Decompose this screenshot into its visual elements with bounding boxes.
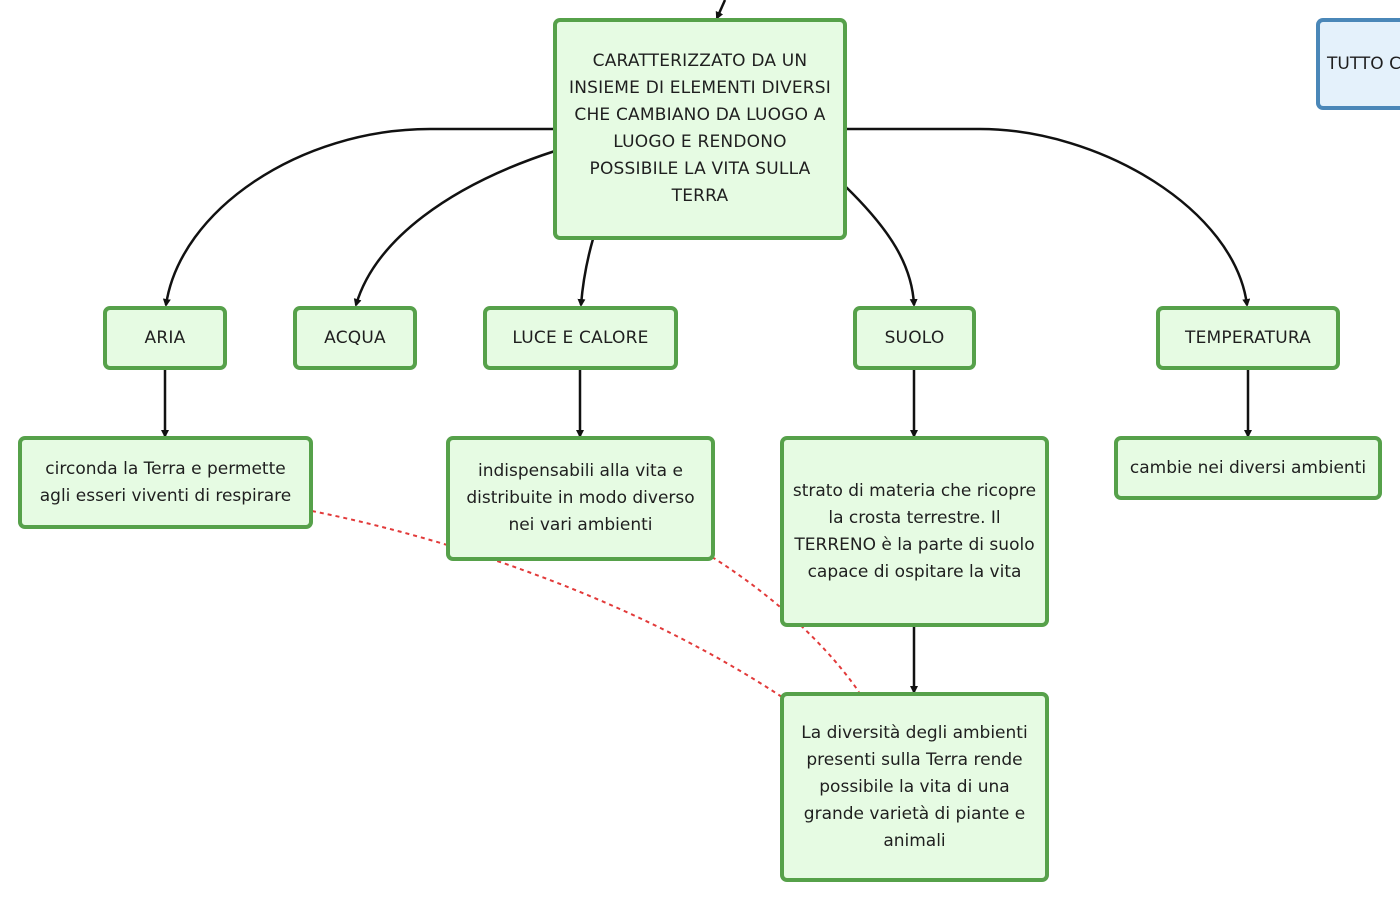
node-conclusion[interactable]: La diversità degli ambienti presenti sul…: [780, 692, 1049, 882]
node-aria-label: ARIA: [144, 327, 186, 348]
node-suolo-description[interactable]: strato di materia che ricopre la crosta …: [780, 436, 1049, 627]
node-temperatura-description[interactable]: cambie nei diversi ambienti: [1114, 436, 1382, 500]
edge-main-luce: [577, 238, 595, 307]
node-luce-description[interactable]: indispensabili alla vita e distribuite i…: [446, 436, 715, 561]
main-concept-text: CARATTERIZZATO DA UN INSIEME DI ELEMENTI…: [569, 51, 831, 206]
edge-main-suolo: [845, 186, 918, 307]
luce-description-text: indispensabili alla vita e distribuite i…: [466, 461, 695, 535]
temperatura-description-text: cambie nei diversi ambienti: [1129, 457, 1367, 478]
node-aria-description[interactable]: circonda la Terra e permette agli esseri…: [18, 436, 313, 529]
node-luce-label: LUCE E CALORE: [512, 327, 649, 348]
node-temperatura[interactable]: TEMPERATURA: [1156, 306, 1340, 370]
conclusion-text: La diversità degli ambienti presenti sul…: [801, 722, 1028, 851]
node-luce-e-calore[interactable]: LUCE E CALORE: [483, 306, 678, 370]
node-aria[interactable]: ARIA: [103, 306, 227, 370]
side-concept-node[interactable]: TUTTO C: [1316, 18, 1400, 110]
aria-description-text: circonda la Terra e permette agli esseri…: [39, 458, 292, 506]
node-acqua[interactable]: ACQUA: [293, 306, 417, 370]
node-suolo[interactable]: SUOLO: [853, 306, 976, 370]
suolo-description-text: strato di materia che ricopre la crosta …: [792, 480, 1037, 582]
side-concept-text: TUTTO C: [1327, 53, 1400, 74]
node-acqua-label: ACQUA: [324, 327, 386, 348]
node-temperatura-label: TEMPERATURA: [1185, 327, 1311, 348]
edge-incoming-top: [715, 0, 727, 20]
edge-main-aria: [162, 127, 555, 307]
dashed-link-aria-conclusion: [311, 510, 783, 698]
edge-main-acqua: [353, 149, 556, 307]
edge-main-temperatura: [846, 127, 1251, 307]
main-concept-node[interactable]: CARATTERIZZATO DA UN INSIEME DI ELEMENTI…: [553, 18, 847, 240]
node-suolo-label: SUOLO: [884, 327, 945, 348]
